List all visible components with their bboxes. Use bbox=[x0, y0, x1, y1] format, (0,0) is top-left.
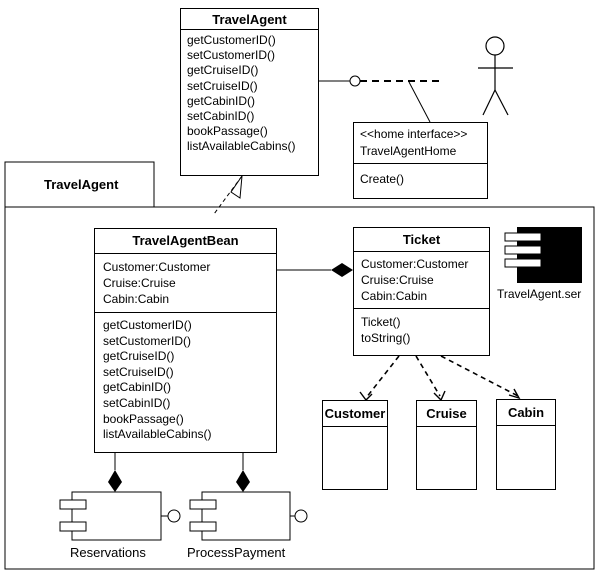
attribute-item: Customer:Customer bbox=[361, 257, 469, 271]
travelagent-interface-title: TravelAgent bbox=[181, 9, 318, 30]
actor-icon bbox=[478, 36, 513, 116]
home-interface-name: TravelAgentHome bbox=[360, 144, 457, 158]
method-item: getCruiseID() bbox=[103, 349, 175, 364]
cruise-class[interactable]: Cruise bbox=[416, 400, 477, 490]
method-item: listAvailableCabins() bbox=[103, 427, 212, 442]
home-interface-stereotype: <<home interface>> bbox=[360, 127, 468, 141]
realization-arrowhead bbox=[230, 174, 243, 199]
package-tab bbox=[4, 161, 155, 207]
method-item: setCustomerID() bbox=[103, 333, 192, 348]
attribute-item: Cruise:Cruise bbox=[103, 276, 176, 290]
ticket-methods: Ticket() toString() bbox=[354, 309, 489, 351]
attribute-item: Cabin:Cabin bbox=[361, 289, 428, 303]
attribute-item: Customer:Customer bbox=[103, 260, 211, 274]
ticket-dependencies bbox=[365, 355, 519, 399]
interface-lollipop-circle bbox=[349, 75, 361, 87]
ticket-class[interactable]: Ticket Customer:Customer Cruise:Cruise C… bbox=[353, 227, 490, 356]
attribute-item: Cruise:Cruise bbox=[361, 273, 434, 287]
cabin-class[interactable]: Cabin bbox=[496, 399, 556, 490]
travelagentbean-attributes: Customer:Customer Cruise:Cruise Cabin:Ca… bbox=[95, 254, 276, 313]
home-to-actor-line bbox=[408, 81, 431, 123]
method-item: setCabinID() bbox=[187, 109, 255, 124]
method-item: setCustomerID() bbox=[187, 48, 276, 63]
method-item: bookPassage() bbox=[187, 124, 268, 139]
method-item: setCruiseID() bbox=[103, 364, 174, 379]
package-body bbox=[4, 206, 595, 570]
method-item: getCustomerID() bbox=[187, 33, 276, 47]
method-item: getCabinID() bbox=[187, 93, 256, 108]
processpayment-composition-diamond bbox=[236, 470, 250, 492]
package-name: TravelAgent bbox=[44, 177, 119, 192]
home-interface-header: <<home interface>> TravelAgentHome bbox=[354, 123, 487, 164]
method-item: setCabinID() bbox=[103, 395, 171, 410]
travelagent-interface-methods: getCustomerID() setCustomerID() getCruis… bbox=[181, 30, 318, 158]
home-interface-methods: Create() bbox=[354, 164, 487, 190]
method-item: Ticket() bbox=[361, 315, 401, 329]
processpayment-label: ProcessPayment bbox=[187, 545, 286, 560]
reservations-label: Reservations bbox=[70, 545, 146, 560]
customer-class[interactable]: Customer bbox=[322, 400, 388, 490]
ticket-attributes: Customer:Customer Cruise:Cruise Cabin:Ca… bbox=[354, 252, 489, 309]
travelagentbean-title: TravelAgentBean bbox=[95, 229, 276, 254]
cruise-title: Cruise bbox=[417, 401, 476, 427]
composition-diamond-icon bbox=[331, 263, 353, 277]
serialized-file-icon bbox=[504, 227, 582, 283]
ticket-title: Ticket bbox=[354, 228, 489, 252]
method-item: getCabinID() bbox=[103, 380, 172, 395]
travelagent-interface-class[interactable]: TravelAgent getCustomerID() setCustomerI… bbox=[180, 8, 319, 176]
travelagentbean-methods: getCustomerID() setCustomerID() getCruis… bbox=[95, 313, 276, 448]
cabin-title: Cabin bbox=[497, 400, 555, 426]
method-item: bookPassage() bbox=[103, 411, 184, 426]
reservations-composition-diamond bbox=[108, 470, 122, 492]
method-item: setCruiseID() bbox=[187, 78, 258, 93]
method-item: toString() bbox=[361, 331, 411, 345]
processpayment-component-icon bbox=[189, 491, 308, 541]
method-item: getCustomerID() bbox=[103, 318, 192, 332]
method-item: Create() bbox=[360, 172, 405, 186]
home-interface-class[interactable]: <<home interface>> TravelAgentHome Creat… bbox=[353, 122, 488, 199]
attribute-item: Cabin:Cabin bbox=[103, 292, 170, 306]
customer-title: Customer bbox=[323, 401, 387, 427]
method-item: listAvailableCabins() bbox=[187, 139, 296, 154]
travelagentbean-class[interactable]: TravelAgentBean Customer:Customer Cruise… bbox=[94, 228, 277, 453]
serialized-file-label: TravelAgent.ser bbox=[497, 287, 582, 301]
method-item: getCruiseID() bbox=[187, 63, 259, 78]
reservations-component-icon bbox=[59, 491, 181, 541]
